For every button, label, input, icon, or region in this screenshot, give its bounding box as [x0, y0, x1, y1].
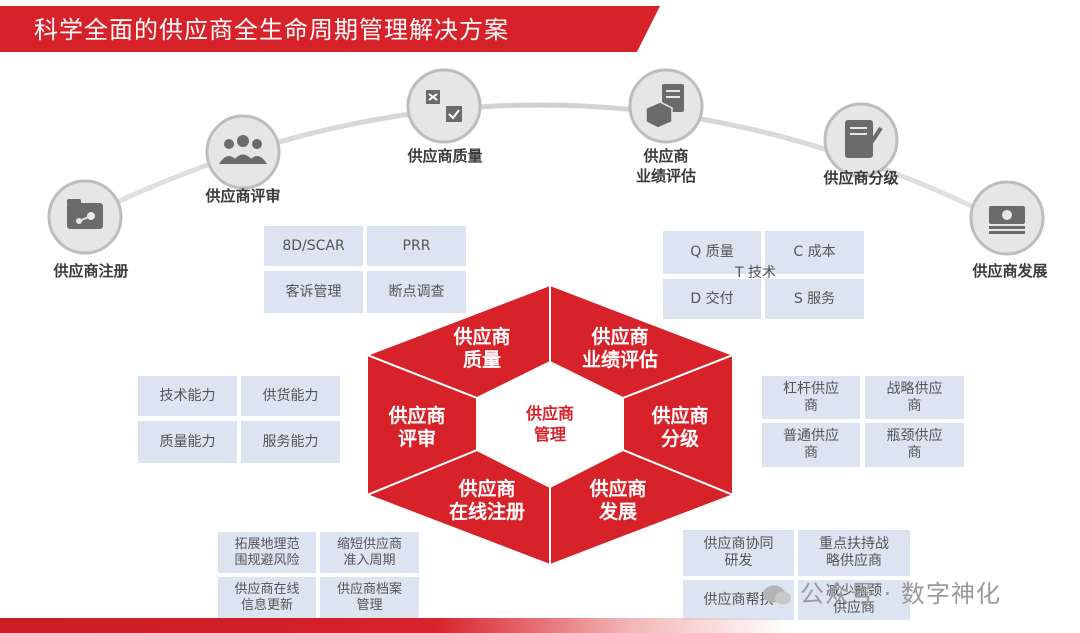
hex-label-performance: 供应商业绩评估 [581, 326, 658, 371]
development-box: 重点扶持战略供应商 [798, 530, 910, 576]
checklist-icon [404, 66, 484, 146]
hex-label-grading: 供应商分级 [651, 405, 709, 450]
stage-label-review: 供应商评审 [205, 187, 281, 205]
stage-label-development: 供应商发展 [972, 262, 1048, 280]
development-box: 供应商协同研发 [683, 530, 794, 576]
quality-box: 8D/SCAR [264, 226, 363, 266]
stage-label-register: 供应商注册 [53, 262, 129, 280]
grading-box: 瓶颈供应商 [865, 423, 964, 467]
money-icon [967, 178, 1047, 258]
register-box: 供应商档案管理 [320, 577, 419, 618]
document-box-icon [626, 66, 706, 146]
development-box: 减少瓶颈供应商 [798, 580, 910, 620]
hex-label-review: 供应商评审 [388, 405, 446, 450]
hex-label-quality: 供应商质量 [453, 326, 511, 371]
review-box: 质量能力 [138, 421, 237, 463]
team-icon [203, 112, 283, 192]
title-banner [0, 6, 660, 52]
hex-center-label: 供应商管理 [525, 404, 574, 444]
performance-box: D 交付 [663, 279, 761, 319]
register-box: 供应商在线信息更新 [218, 577, 316, 618]
stage-label-grading: 供应商分级 [823, 169, 899, 187]
register-box: 拓展地理范围规避风险 [218, 532, 316, 573]
performance-box: S 服务 [765, 279, 864, 319]
stage-label-quality: 供应商质量 [407, 147, 483, 165]
wechat-logo-icon [763, 585, 791, 605]
folder-network-icon [45, 177, 125, 257]
rating-form-icon [821, 100, 901, 180]
performance-overlay-label: T 技术 [735, 265, 777, 281]
quality-box: PRR [367, 226, 466, 266]
grading-box: 普通供应商 [762, 423, 860, 467]
stage-label-performance: 供应商 业绩评估 [635, 147, 696, 185]
hex-label-online-register: 供应商在线注册 [448, 478, 525, 523]
page-title: 科学全面的供应商全生命周期管理解决方案 [34, 16, 509, 44]
hex-label-development: 供应商发展 [589, 478, 647, 523]
performance-box: C 成本 [765, 231, 864, 274]
review-box: 技术能力 [138, 376, 237, 416]
grading-box: 杠杆供应商 [762, 376, 860, 419]
watermark: 公众号 · 数字神化 [800, 580, 1001, 608]
performance-box: Q 质量 [663, 231, 761, 274]
quality-box: 断点调查 [367, 271, 466, 313]
grading-box: 战略供应商 [865, 376, 964, 419]
review-box: 供货能力 [241, 376, 340, 416]
register-box: 缩短供应商准入周期 [320, 532, 419, 573]
quality-box: 客诉管理 [264, 271, 363, 313]
hex-center [477, 362, 623, 487]
review-box: 服务能力 [241, 421, 340, 463]
bottom-strip [0, 618, 790, 633]
